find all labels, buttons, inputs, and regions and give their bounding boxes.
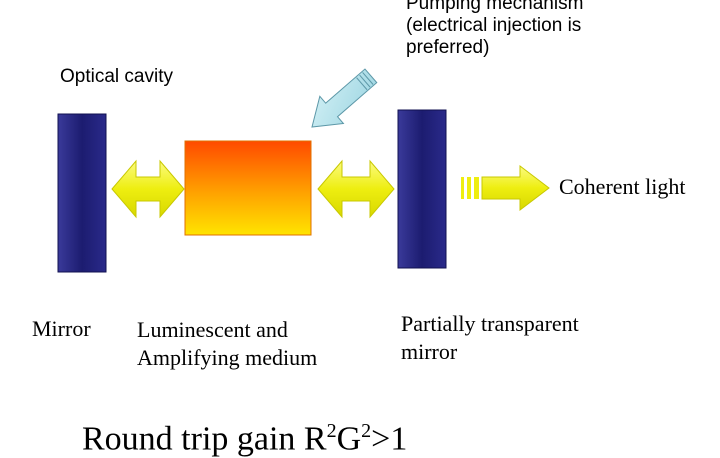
left-double-arrow <box>111 159 185 219</box>
output-arrow <box>461 164 550 212</box>
left-mirror <box>57 113 107 273</box>
gain-suffix: >1 <box>371 420 408 458</box>
pumping-label-line-3: preferred) <box>406 37 490 58</box>
partial-mirror-label: Partially transparent mirror <box>401 310 579 366</box>
gain-prefix: Round trip gain R <box>82 420 327 458</box>
pumping-label-line-1: Pumping mechanism <box>406 0 584 14</box>
pump-arrow <box>311 68 378 128</box>
pumping-mechanism-label: Pumping mechanism (electrical injection … <box>406 0 583 59</box>
medium-label-line-1: Luminescent and <box>137 317 288 342</box>
gain-g: G <box>336 420 362 458</box>
right-mirror <box>397 109 447 269</box>
partial-mirror-label-line-1: Partially transparent <box>401 311 579 336</box>
optical-cavity-label: Optical cavity <box>60 66 173 87</box>
mirror-label: Mirror <box>32 316 91 341</box>
medium-label: Luminescent and Amplifying medium <box>137 316 317 372</box>
right-double-arrow <box>317 159 395 219</box>
medium-label-line-2: Amplifying medium <box>137 345 318 370</box>
partial-mirror-label-line-2: mirror <box>401 339 458 364</box>
pumping-label-line-2: (electrical injection is <box>406 15 582 36</box>
gain-g-exponent: 2 <box>361 420 372 442</box>
gain-medium <box>184 140 312 236</box>
round-trip-gain-formula: Round trip gain R2G2>1 <box>82 420 407 458</box>
gain-r-exponent: 2 <box>326 420 337 442</box>
coherent-light-label: Coherent light <box>559 174 686 199</box>
